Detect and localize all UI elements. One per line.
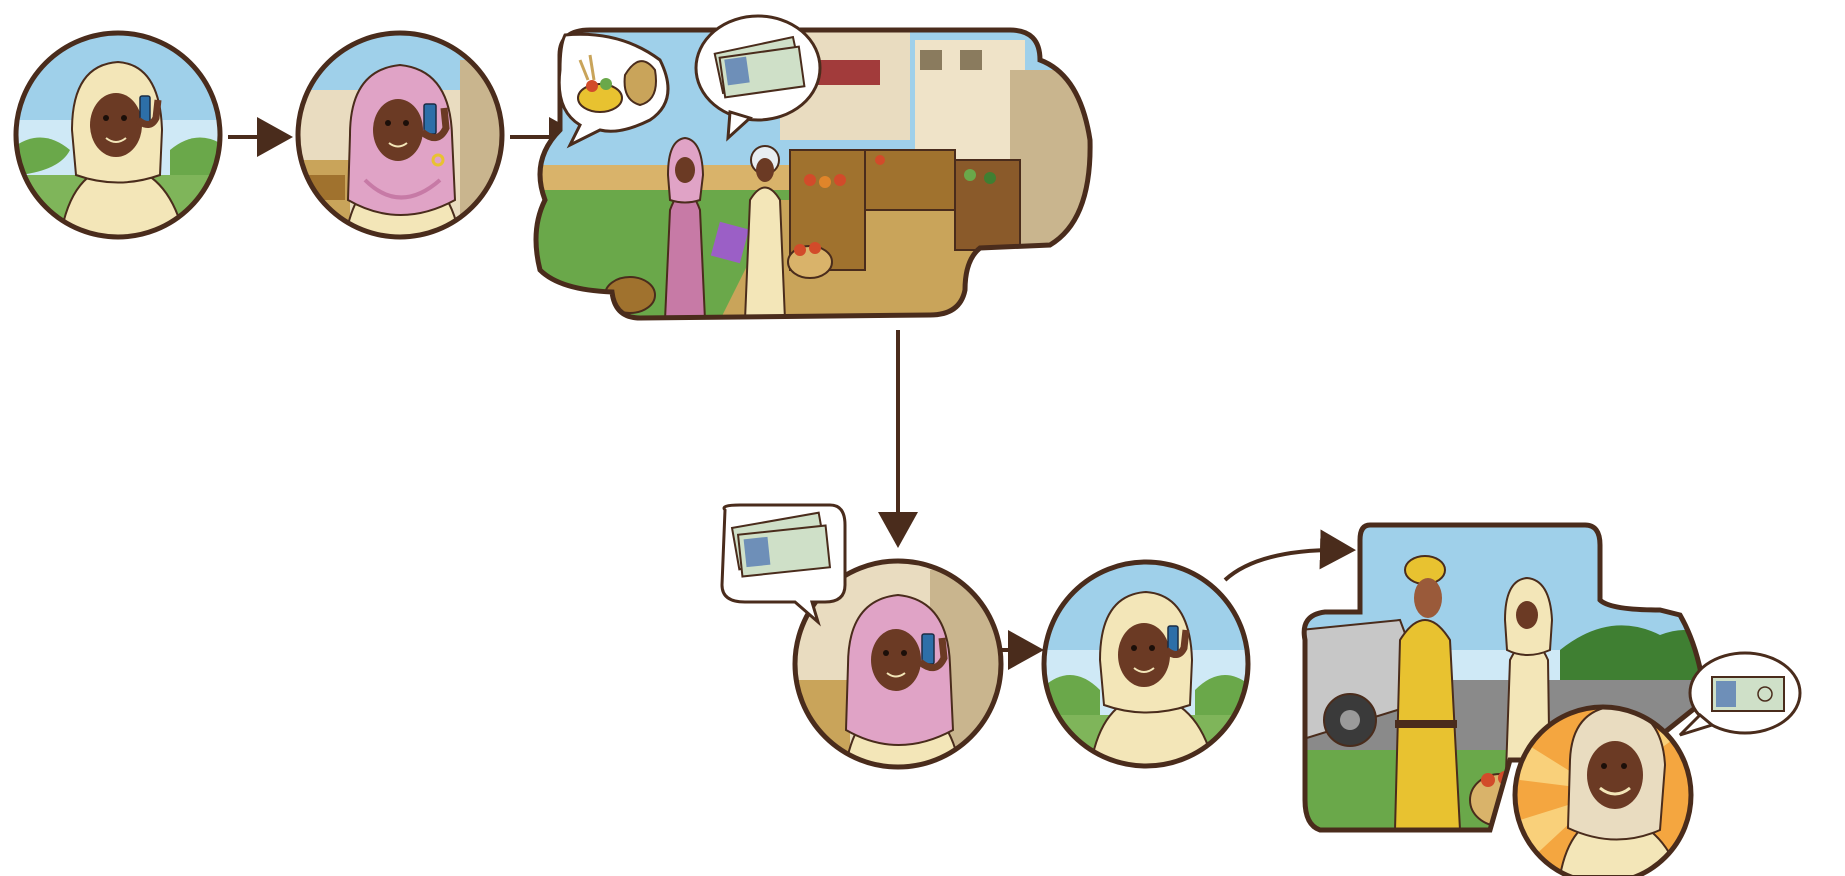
panel-receiver-pink xyxy=(290,30,510,240)
panel-receiver-pink-confirm xyxy=(722,505,1010,770)
panel-roadside-payment xyxy=(1300,520,1800,876)
panel-caller-cream xyxy=(10,30,230,245)
mobile-phone-icon xyxy=(1168,626,1178,652)
mobile-phone-icon xyxy=(424,104,436,134)
panel-caller-cream-confirm xyxy=(1040,555,1255,775)
mobile-phone-icon xyxy=(140,96,150,122)
panel-market-purchase xyxy=(520,16,1100,320)
mobile-phone-icon xyxy=(922,634,934,664)
arrow-icon xyxy=(1225,550,1348,580)
